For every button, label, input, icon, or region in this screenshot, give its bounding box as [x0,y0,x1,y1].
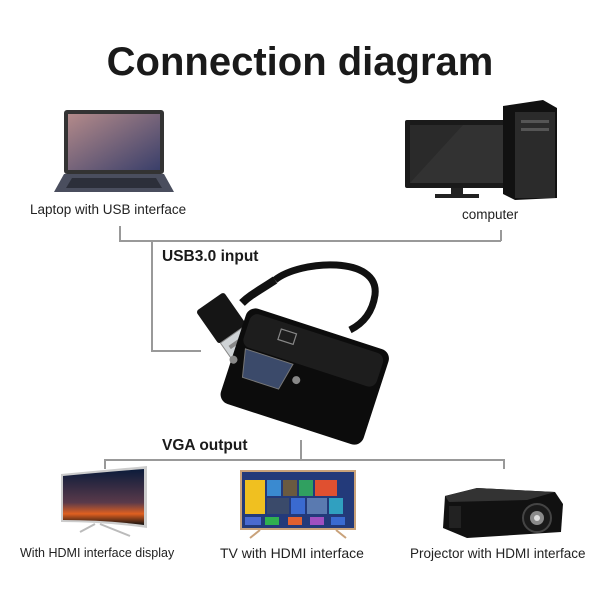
diagram-title: Connection diagram [106,40,494,84]
tv-icon [240,470,356,539]
input-label: USB3.0 input [162,248,259,265]
usb-to-vga-adapter [197,261,389,445]
output-label-projector: Projector with HDMI interface [410,546,586,561]
connector-line [300,440,302,460]
connector-line [151,350,201,352]
output-label: VGA output [162,437,248,454]
connector-line [503,459,505,469]
connector-line [151,240,153,351]
connector-line [104,459,106,469]
laptop-icon [54,110,174,192]
desktop-computer-icon [405,100,557,200]
connector-line [104,459,504,461]
projector-icon [443,488,563,538]
monitor-icon [61,466,147,537]
connector-line [119,226,121,241]
connector-line [500,230,502,241]
output-label-tv: TV with HDMI interface [220,545,364,561]
connector-line [119,240,501,242]
source-label-computer: computer [462,207,519,222]
output-label-display: With HDMI interface display [20,546,175,560]
source-label-laptop: Laptop with USB interface [30,202,187,217]
